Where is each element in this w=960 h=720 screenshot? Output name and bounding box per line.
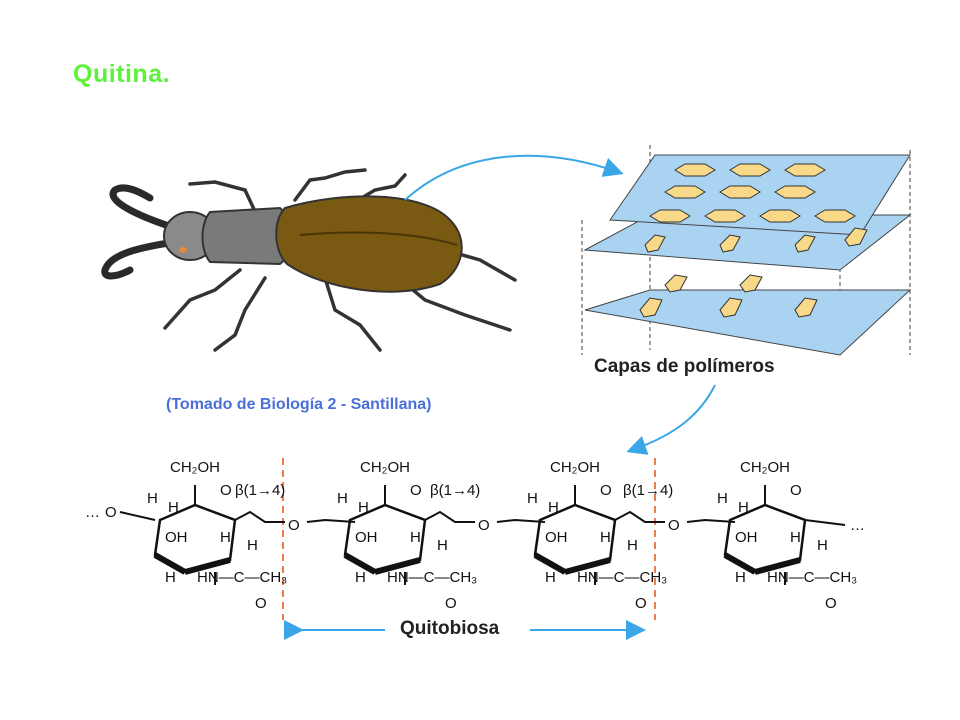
svg-text:β(1→4): β(1→4) [623, 482, 673, 499]
svg-text:H: H [410, 529, 421, 546]
svg-text:H: H [147, 490, 158, 507]
svg-text:CH₂OH: CH₂OH [360, 459, 410, 476]
svg-text:β(1→4): β(1→4) [235, 482, 285, 499]
svg-text:O: O [288, 517, 300, 534]
svg-text:H: H [600, 529, 611, 546]
svg-text:H: H [358, 499, 369, 516]
svg-text:H: H [717, 490, 728, 507]
svg-text:O: O [635, 595, 647, 612]
svg-text:CH₂OH: CH₂OH [170, 459, 220, 476]
stag-beetle-illustration [101, 168, 517, 352]
svg-text:…: … [850, 517, 865, 534]
svg-text:O: O [790, 482, 802, 499]
svg-text:CH₂OH: CH₂OH [740, 459, 790, 476]
svg-text:H: H [168, 499, 179, 516]
svg-text:H: H [527, 490, 538, 507]
svg-text:CH₂OH: CH₂OH [550, 459, 600, 476]
svg-text:H: H [337, 490, 348, 507]
slide-title: Quitina. [73, 60, 171, 88]
svg-text:OH: OH [545, 529, 568, 546]
svg-text:H: H [437, 537, 448, 554]
svg-text:HN—C—CH₃: HN—C—CH₃ [577, 569, 667, 586]
svg-text:H: H [817, 537, 828, 554]
svg-text:O: O [410, 482, 422, 499]
chitin-chain-structure: … O CH₂OH O H H OH H H H HN—C—CH₃ O β(1→… [85, 458, 865, 620]
svg-text:β(1→4): β(1→4) [430, 482, 480, 499]
svg-text:OH: OH [355, 529, 378, 546]
svg-text:OH: OH [735, 529, 758, 546]
svg-text:H: H [165, 569, 176, 586]
polymer-sheets-illustration [581, 145, 912, 356]
svg-text:O: O [600, 482, 612, 499]
svg-text:H: H [548, 499, 559, 516]
svg-text:H: H [220, 529, 231, 546]
svg-text:HN—C—CH₃: HN—C—CH₃ [767, 569, 857, 586]
svg-text:HN—C—CH₃: HN—C—CH₃ [197, 569, 287, 586]
svg-text:H: H [735, 569, 746, 586]
svg-text:O: O [255, 595, 267, 612]
polymer-layers-label: Capas de polímeros [594, 356, 775, 377]
svg-text:H: H [738, 499, 749, 516]
svg-text:HN—C—CH₃: HN—C—CH₃ [387, 569, 477, 586]
svg-text:O: O [445, 595, 457, 612]
svg-text:H: H [545, 569, 556, 586]
svg-text:…: … [85, 504, 100, 521]
svg-text:O: O [220, 482, 232, 499]
svg-text:O: O [105, 504, 117, 521]
svg-text:H: H [247, 537, 258, 554]
svg-text:H: H [627, 537, 638, 554]
chitobiose-label: Quitobiosa [400, 618, 500, 639]
svg-text:O: O [668, 517, 680, 534]
svg-text:O: O [825, 595, 837, 612]
svg-text:OH: OH [165, 529, 188, 546]
svg-text:H: H [790, 529, 801, 546]
svg-text:O: O [478, 517, 490, 534]
source-caption: (Tomado de Biología 2 - Santillana) [166, 396, 432, 413]
svg-text:H: H [355, 569, 366, 586]
